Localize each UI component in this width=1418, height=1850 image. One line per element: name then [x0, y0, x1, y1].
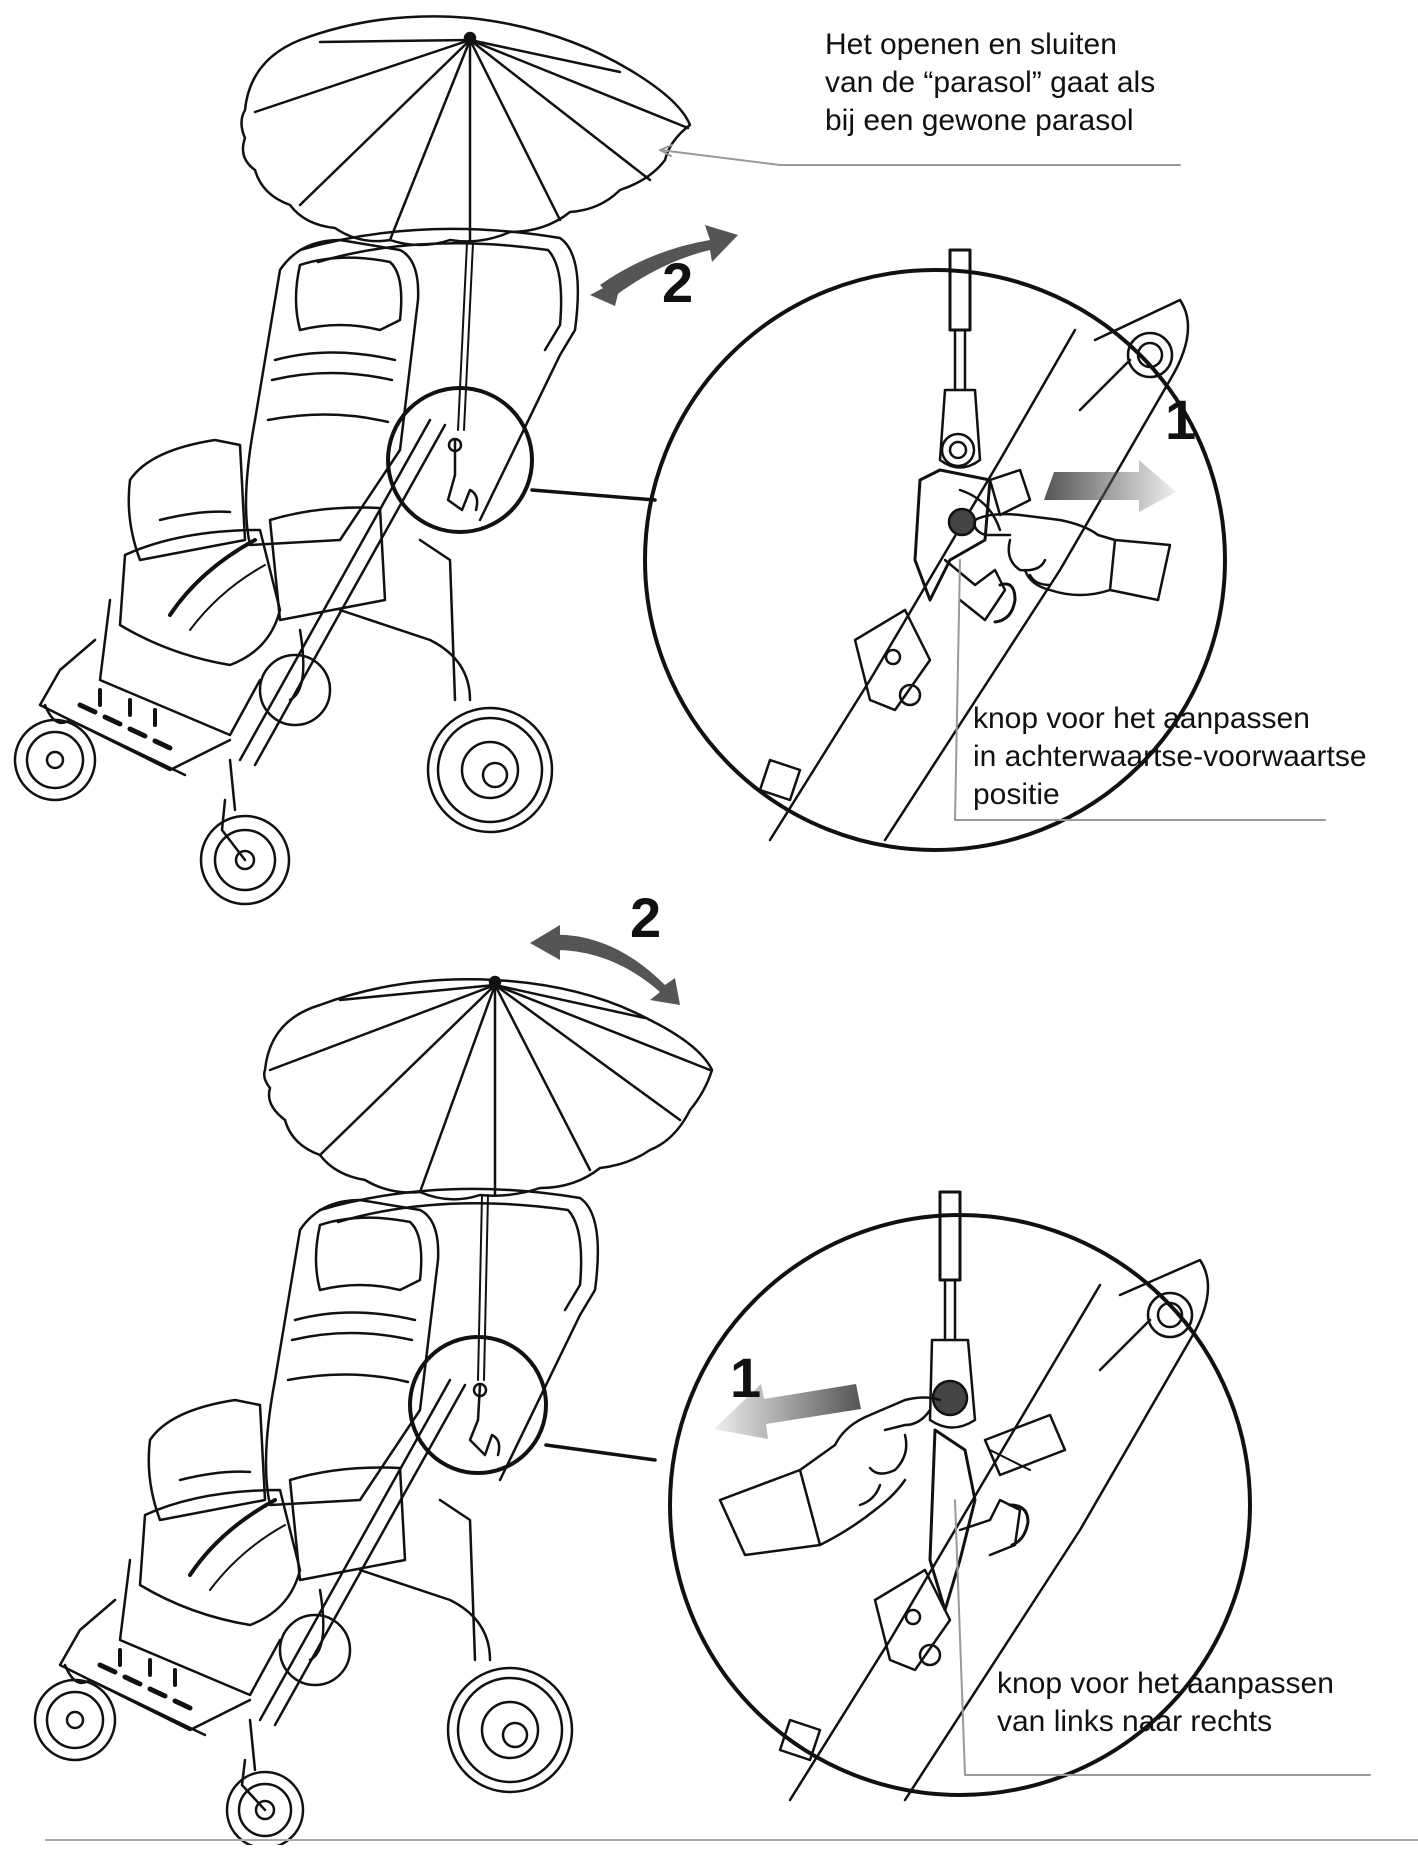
hand-icon	[718, 1396, 942, 1557]
callout-line: knop voor het aanpassen	[997, 1667, 1334, 1700]
bottom-panel	[33, 925, 1371, 1850]
callout-parasol-operation: Het openen en sluiten van de “parasol” g…	[825, 26, 1155, 140]
curved-double-arrow-icon	[530, 925, 680, 1005]
callout-line: positie	[973, 778, 1060, 811]
detail-view-left-right	[668, 1190, 1371, 1802]
callout-knob-front-back: knop voor het aanpassen in achterwaartse…	[973, 700, 1367, 814]
push-arrow-icon	[714, 1384, 861, 1439]
callout-knob-left-right: knop voor het aanpassen van links naar r…	[997, 1665, 1334, 1741]
curved-double-arrow-icon	[590, 225, 738, 306]
leader-line-parasol	[659, 149, 1181, 166]
zoom-source-circle	[408, 1335, 548, 1475]
callout-line: Het openen en sluiten	[825, 28, 1117, 61]
umbrella-icon	[262, 975, 714, 1381]
top-panel	[13, 15, 1326, 906]
step-label-rotate: 2	[630, 886, 662, 949]
callout-line: van de “parasol” gaat als	[825, 66, 1156, 99]
step-label-rotate: 2	[662, 251, 694, 314]
hand-icon	[973, 512, 1172, 602]
callout-line: van links naar rechts	[997, 1705, 1273, 1738]
callout-line: in achterwaartse-voorwaartse	[973, 740, 1367, 773]
detail-view-front-back	[643, 248, 1326, 852]
leader-line-knob-left-right	[954, 1499, 1371, 1776]
umbrella-icon	[240, 15, 692, 431]
stroller-icon	[13, 227, 580, 906]
step-label-press: 1	[730, 1346, 762, 1409]
zoom-source-circle	[386, 386, 534, 534]
callout-line: bij een gewone parasol	[825, 104, 1134, 137]
step-label-press: 1	[1165, 388, 1197, 451]
stroller-icon	[33, 1187, 600, 1850]
leader-line-knob-front-back	[954, 559, 1326, 821]
push-arrow-icon	[1044, 460, 1176, 512]
callout-line: knop voor het aanpassen	[973, 702, 1310, 735]
